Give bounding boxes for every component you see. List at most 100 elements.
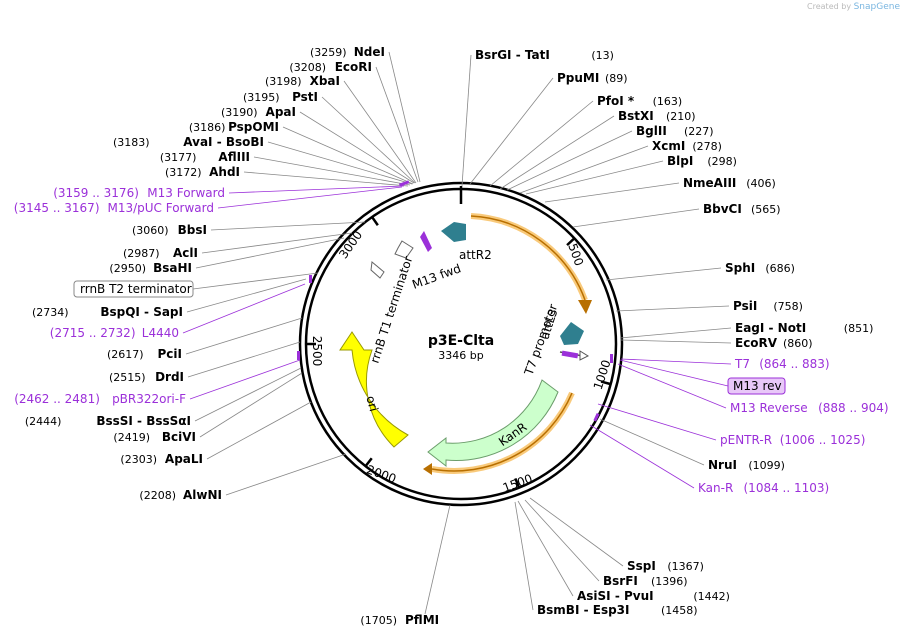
enzyme-position: (3183) [113, 136, 150, 149]
enzyme-label: PstI(3195) [243, 90, 318, 104]
enzyme-name: BbvCI [703, 202, 742, 216]
leader-line [225, 453, 347, 496]
ori-label: ori [363, 394, 381, 413]
enzyme-name: NruI [708, 458, 737, 472]
enzyme-label: PspOMI(3186) [189, 120, 279, 134]
enzyme-label: ApaLI(2303) [120, 452, 203, 466]
primer-range: (2462 .. 2481) [14, 392, 100, 406]
enzyme-name: XbaI [310, 74, 340, 88]
enzyme-label: AvaI - BsoBI (3183) [113, 135, 264, 149]
primer-label: pENTR-R(1006 .. 1025) [720, 433, 865, 447]
enzyme-position: (851) [844, 322, 874, 335]
gene-arrow-top-right-head [578, 300, 592, 314]
enzyme-label: PfoI *(163) [597, 94, 682, 108]
leader-line [620, 339, 732, 344]
leader-line [210, 221, 366, 231]
enzyme-label: BsrGI - TatI (13) [475, 48, 614, 62]
leader-line [187, 341, 301, 378]
primer-range: (888 .. 904) [818, 401, 888, 415]
enzyme-name: BsmBI - Esp3I [537, 603, 629, 617]
enzyme-label: BsmBI - Esp3I(1458) [537, 603, 698, 617]
enzyme-label: EagI - NotI(851) [735, 321, 873, 335]
enzyme-position: (2444) [25, 415, 62, 428]
enzyme-name: BlpI [667, 154, 693, 168]
enzyme-label: AclI(2987) [123, 246, 198, 260]
enzyme-name: NmeAIII [683, 176, 736, 190]
primer-label: L4440(2715 .. 2732) [50, 326, 179, 340]
enzyme-name: AclI [173, 246, 198, 260]
leader-line [499, 115, 615, 190]
enzyme-position: (686) [765, 262, 795, 275]
leader-line [388, 51, 421, 183]
t7-promoter-head [579, 350, 590, 361]
enzyme-position: (2515) [109, 371, 146, 384]
leader-line [615, 305, 730, 312]
scale-tick-mark [600, 380, 612, 386]
primer-mark-pbr322 [297, 351, 300, 360]
enzyme-position: (3177) [160, 151, 197, 164]
enzyme-label: PpuMI(89) [557, 71, 628, 85]
primer-label: M13/pUC Forward (3145 .. 3167) [14, 201, 214, 215]
primer-range: (864 .. 883) [759, 357, 829, 371]
enzyme-name: SphI [725, 261, 755, 275]
rrnB-T2-label: rrnB T2 terminator [80, 282, 192, 296]
leader-line [182, 283, 306, 334]
enzyme-name: SspI [627, 559, 656, 573]
ori-arrow [339, 331, 409, 448]
backbone-outer-ring [298, 181, 624, 507]
enzyme-name: PciI [158, 347, 183, 361]
leader-line [619, 359, 729, 387]
primer-label: Kan-R(1084 .. 1103) [698, 481, 829, 495]
enzyme-position: (3198) [265, 75, 302, 88]
m13fwd-label: M13 fwd [410, 261, 463, 292]
primer-range: (3145 .. 3167) [14, 201, 100, 215]
primer-label: T7(864 .. 883) [734, 357, 830, 371]
leader-line [605, 267, 722, 281]
enzyme-label: BlpI(298) [667, 154, 737, 168]
leader-line [544, 182, 680, 203]
leader-line [185, 317, 303, 355]
enzyme-position: (565) [751, 203, 781, 216]
enzyme-label: NruI(1099) [708, 458, 785, 472]
credit-prefix: Created by [807, 2, 852, 11]
scale-tick-mark [371, 216, 379, 226]
scale-tick-label: 2500 [310, 336, 324, 367]
primer-name: M13/pUC Forward [107, 201, 214, 215]
leader-line [514, 501, 534, 611]
leader-line [597, 403, 717, 441]
enzyme-position: (3259) [310, 46, 347, 59]
gene-arrow-top-right-line [470, 215, 586, 301]
kanR-arrow [427, 379, 559, 468]
primer-range: (1006 .. 1025) [780, 433, 866, 447]
enzyme-name: PstI [292, 90, 318, 104]
enzyme-label: XbaI (3198) [265, 74, 340, 88]
enzyme-name: BsrGI - TatI [475, 48, 550, 62]
enzyme-position: (13) [591, 49, 614, 62]
enzyme-label: BbvCI (565) [703, 202, 781, 216]
enzyme-label: NmeAIII(406) [683, 176, 776, 190]
enzyme-position: (1367) [667, 560, 704, 573]
leader-line [469, 77, 554, 185]
leader-line [192, 272, 319, 290]
leader-line [525, 160, 664, 195]
enzyme-position: (2950) [109, 262, 146, 275]
primer-mark-m13-forward [398, 180, 410, 187]
enzyme-position: (3186) [189, 121, 226, 134]
enzyme-label: AlwNI(2208) [139, 488, 222, 502]
leader-line [343, 80, 417, 184]
enzyme-name: AvaI - BsoBI [183, 135, 264, 149]
leader-line [267, 141, 413, 185]
enzyme-label: DrdI(2515) [109, 370, 184, 384]
enzyme-label: AsiSI - PvuI(1442) [577, 589, 730, 603]
leader-line [186, 278, 307, 313]
enzyme-name: BsaHI [153, 261, 192, 275]
enzyme-label: NdeI (3259) [310, 45, 385, 59]
enzyme-label: BsaHI (2950) [109, 261, 192, 275]
leader-line [282, 126, 414, 185]
enzyme-position: (210) [666, 110, 696, 123]
gene-arrow-bottom-line [431, 392, 573, 472]
enzyme-name: NdeI [354, 45, 385, 59]
credit-brand: SnapGene [853, 2, 900, 12]
snapgene-credit: Created by SnapGene [807, 2, 900, 12]
enzyme-position: (89) [605, 72, 628, 85]
